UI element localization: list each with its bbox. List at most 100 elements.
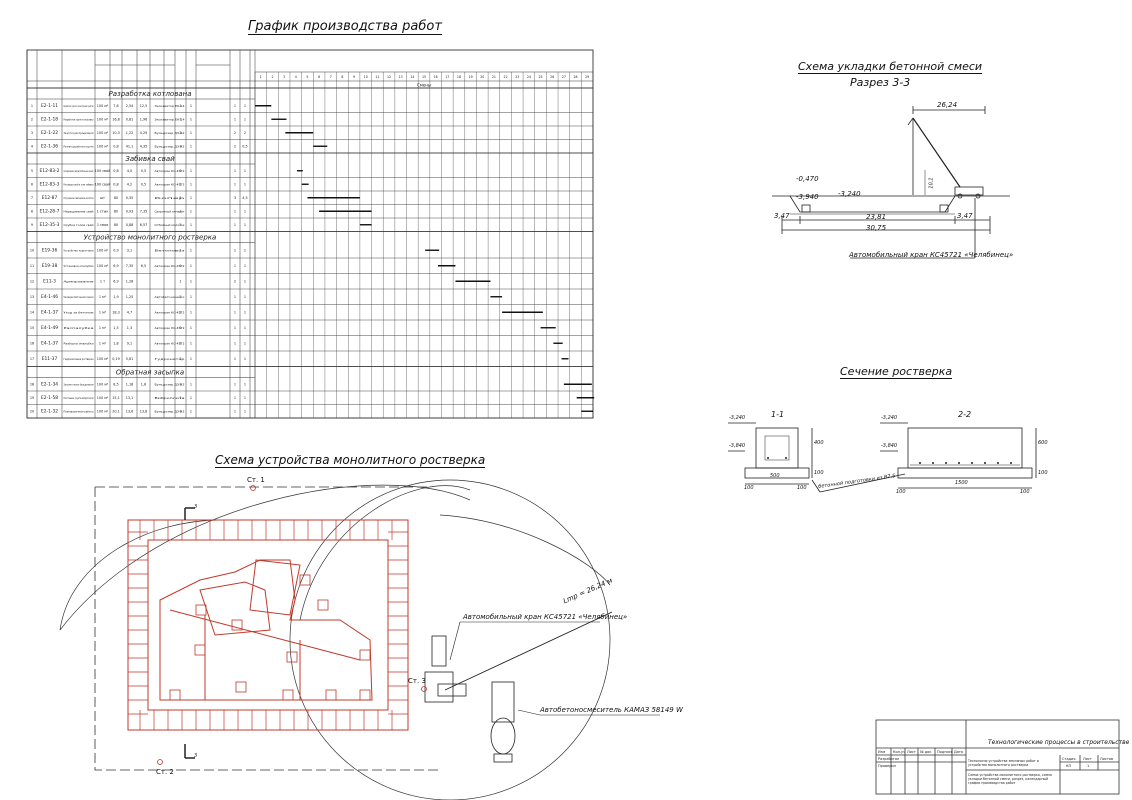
row-m1: 1 xyxy=(179,396,181,400)
row-num: 7 xyxy=(31,196,33,200)
row-m3: 1 xyxy=(234,326,236,330)
shift-number: 29 xyxy=(585,75,589,79)
row-machine: Автокран КС-4572 xyxy=(155,183,185,187)
dim-left: 3,47 xyxy=(774,212,790,220)
section-title: Устройство монолитного ростверка xyxy=(84,234,217,242)
row-unit: 1 м² xyxy=(99,342,107,346)
row-unit: 1 свая xyxy=(97,223,108,227)
row-code: Е12-83-2 xyxy=(40,168,60,174)
row-hours: 6,57 xyxy=(140,223,148,227)
pour-scheme-subtitle: Разрез 3-3 xyxy=(850,76,911,89)
row-name: Планировочные работы xyxy=(64,410,94,414)
row-qty: 15,1 xyxy=(112,396,120,400)
row-hours: 1,8 xyxy=(141,383,146,387)
row-m2: 1 xyxy=(190,280,192,284)
shift-number: 19 xyxy=(469,75,473,79)
row-labor: 0,81 xyxy=(126,118,134,122)
shift-number: 22 xyxy=(504,75,508,79)
row-machine: Отбойный молоток xyxy=(155,223,185,227)
row-m2: 1 xyxy=(190,104,192,108)
row-name: Уход за бетоном xyxy=(64,311,94,315)
row-m2: 1 xyxy=(190,264,192,268)
row-m3: 1 xyxy=(234,264,236,268)
row-labor: 13,1 xyxy=(126,396,134,400)
row-m3: 1 xyxy=(234,169,236,173)
row-m3: 2 xyxy=(234,145,236,149)
row-num: 19 xyxy=(30,396,34,400)
row-m1: 1 xyxy=(179,131,181,135)
shift-number: 7 xyxy=(330,75,332,79)
row-hours: 12,5 xyxy=(140,104,148,108)
row-m4: 1 xyxy=(244,295,246,299)
row-m2: 1 xyxy=(190,223,192,227)
row-qty: 1,8 xyxy=(113,342,118,346)
row-code: Е4-1-49 xyxy=(41,325,58,331)
row-m1: 2 xyxy=(179,326,181,330)
tb-sheets-h: Листов xyxy=(1100,757,1114,761)
shifts-label: Смены xyxy=(417,83,431,88)
grillage-w3: 1500 xyxy=(955,480,968,486)
row-labor: 0,88 xyxy=(126,223,134,227)
row-m4: 1 xyxy=(244,326,246,330)
row-num: 12 xyxy=(30,280,34,284)
row-m2: 1 xyxy=(190,249,192,253)
row-name: Уплотнение грунта виброплитой xyxy=(64,396,94,400)
row-unit: 100 м³ xyxy=(97,145,109,149)
row-m2: 1 xyxy=(190,118,192,122)
row-name: Складирование свай автомобильным краном xyxy=(64,169,94,173)
row-m3: 1 xyxy=(234,410,236,414)
row-labor: 13,6 xyxy=(126,410,134,414)
row-m3: 1 xyxy=(234,311,236,315)
row-m1: 2 xyxy=(179,223,181,227)
shift-number: 1 xyxy=(260,75,262,79)
row-name: Установка опалубки xyxy=(64,264,94,268)
row-m2: 1 xyxy=(190,326,192,330)
row-qty: 1,9 xyxy=(113,295,118,299)
row-m4: 1 xyxy=(244,249,246,253)
grillage-w2d: 100 xyxy=(1020,489,1030,495)
row-machine: Автокран КС-4572 xyxy=(155,264,185,268)
shift-number: 2 xyxy=(271,75,273,79)
row-m1: 2 xyxy=(179,357,181,361)
row-m4: 1 xyxy=(244,118,246,122)
grillage-h2a: 100 xyxy=(814,470,824,476)
shift-number: 14 xyxy=(410,75,414,79)
row-qty: 16,8 xyxy=(112,118,120,122)
grillage-e1a: -3,240 xyxy=(729,415,746,421)
tb-col-0: Изм xyxy=(878,750,886,754)
shift-number: 20 xyxy=(480,75,484,79)
row-qty: 18,3 xyxy=(112,311,120,315)
row-m1: 1 xyxy=(179,145,181,149)
row-unit: 1 стык xyxy=(97,210,109,214)
section-mark-top: 3 xyxy=(194,504,198,510)
tb-course: Технологические процессы в строительстве xyxy=(988,739,1130,746)
row-name: Распалубка xyxy=(64,326,95,330)
row-labor: 4,0 xyxy=(127,169,132,173)
row-m3: 1 xyxy=(234,223,236,227)
dim-total: 30,75 xyxy=(866,224,887,232)
row-code: Е2-1-36 xyxy=(41,144,58,150)
row-m4: 1 xyxy=(244,280,246,284)
row-unit: шт xyxy=(100,196,105,200)
row-code: Е2-1-18 xyxy=(41,117,58,123)
row-m3: 1 xyxy=(234,104,236,108)
dim-mid: 23,81 xyxy=(866,213,887,221)
row-machine: Бульдозер ДЗ-42 xyxy=(155,410,185,414)
section-title: Забивка свай xyxy=(125,155,175,163)
grillage-w2b: 100 xyxy=(797,485,807,491)
row-m2: 1 xyxy=(190,311,192,315)
row-m3: 1 xyxy=(234,210,236,214)
row-qty: 80 xyxy=(114,210,118,214)
row-name: Разработка грунта в транспортные средств… xyxy=(64,104,94,108)
row-code: Е2-1-34 xyxy=(41,382,58,388)
section-title: Обратная засыпка xyxy=(116,369,184,377)
row-m4: 1 xyxy=(244,169,246,173)
row-name: Ручная доработка грунта xyxy=(64,145,94,149)
shift-number: 13 xyxy=(399,75,403,79)
row-name: Засыпка пазух бульдозером xyxy=(64,383,94,387)
row-m3: 2 xyxy=(234,131,236,135)
row-m4: 1 xyxy=(244,311,246,315)
row-name: Армирование xyxy=(64,280,95,284)
schedule-title: График производства работ xyxy=(248,19,442,35)
row-num: 2 xyxy=(31,118,33,122)
